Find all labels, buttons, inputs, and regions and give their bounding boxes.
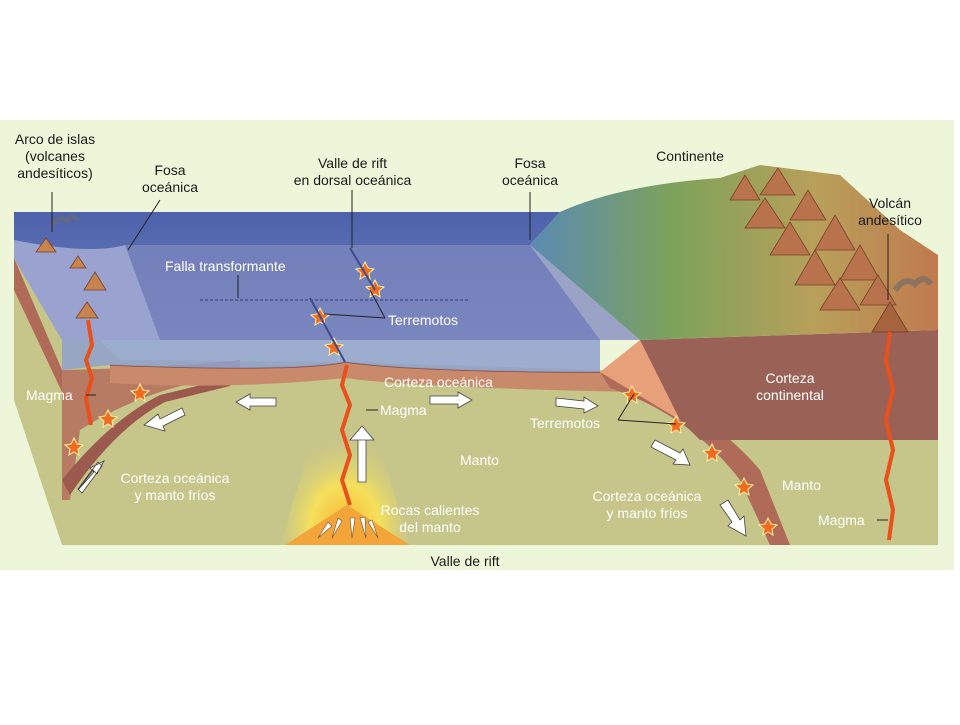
island-volcanoes — [35, 237, 107, 319]
label-magma-left: Magma — [26, 387, 73, 403]
left-subducting-slab — [14, 258, 62, 392]
volcano-smoke — [50, 214, 80, 227]
mantle — [14, 258, 938, 545]
mountain-range — [729, 167, 897, 311]
label-trench-right: Fosa oceánica — [501, 155, 559, 188]
hot-rock-arrows — [317, 516, 379, 539]
magma-conduit-center — [339, 364, 353, 506]
label-magma-right: Magma — [818, 512, 865, 528]
label-rift-valley-bottom: Valle de rift — [430, 553, 500, 569]
label-magma-center: Magma — [380, 402, 427, 418]
ridge-segment-upper — [349, 247, 376, 291]
label-andesitic-volcano: Volcán andesítico — [858, 195, 922, 228]
left-slab-band — [62, 378, 230, 495]
label-cold-crust-left: Corteza oceánica y manto fríos — [120, 470, 230, 503]
label-continent: Continente — [656, 148, 724, 164]
left-slab-descending — [62, 360, 240, 500]
hot-mantle-zone — [280, 380, 410, 545]
label-mantle-right: Manto — [782, 477, 821, 493]
label-transform-fault: Falla transformante — [165, 258, 286, 274]
label-oceanic-crust: Corteza oceánica — [384, 374, 493, 390]
hot-rocks-core — [285, 505, 410, 545]
label-trench-left: Fosa oceánica — [141, 162, 199, 195]
accretionary-wedge — [600, 340, 680, 420]
volcano-smoke-right — [892, 276, 934, 292]
label-cold-crust-right: Corteza oceánica y manto fríos — [592, 488, 702, 521]
ocean-water-front — [62, 340, 600, 372]
label-continental-crust: Corteza continental — [756, 370, 824, 403]
magma-conduit-left — [83, 319, 95, 426]
label-mantle-center: Manto — [460, 452, 499, 468]
continental-crust — [640, 330, 938, 440]
label-rift-valley-ridge: Valle de rift en dorsal oceánica — [293, 155, 412, 188]
label-hot-rocks: Rocas calientes del manto — [380, 502, 480, 535]
ridge-segment-lower — [309, 297, 346, 363]
magma-conduit-right — [883, 331, 896, 541]
label-earthquakes-center: Terremotos — [388, 312, 459, 328]
motion-arrows — [77, 391, 747, 537]
oceanic-crust — [110, 362, 640, 392]
label-island-arc: Arco de islas (volcanes andesíticos) — [14, 131, 96, 181]
label-earthquakes-right: Terremotos — [530, 415, 601, 431]
sea-floor — [125, 245, 640, 340]
leader-lines — [51, 190, 889, 521]
